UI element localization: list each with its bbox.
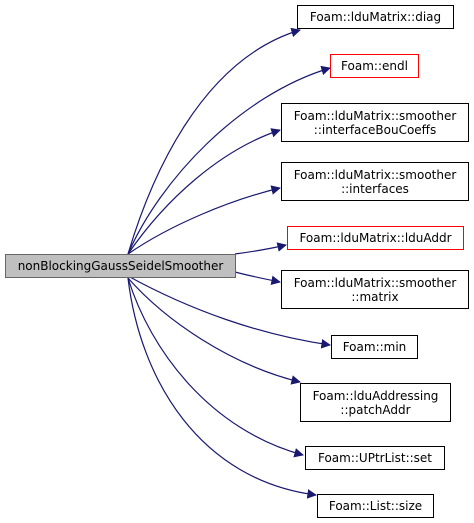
edge-to-patchAddr	[127, 277, 301, 385]
node-size-label: Foam::List::size	[328, 499, 423, 513]
node-matrix[interactable]: Foam::lduMatrix::smoother ::matrix	[281, 270, 469, 309]
node-set-label: Foam::UPtrList::set	[317, 451, 432, 465]
node-lduAddr-label: Foam::lduMatrix::lduAddr	[299, 231, 452, 245]
node-min-label: Foam::min	[342, 340, 407, 354]
node-patchAddr-line1: Foam::lduAddressing	[312, 388, 439, 403]
edge-to-matrix	[234, 271, 281, 286]
source-node: nonBlockingGaussSeidelSmoother	[5, 254, 236, 278]
edge-to-set	[127, 277, 304, 458]
node-endl-label: Foam::endl	[341, 59, 408, 73]
edge-to-endl	[127, 65, 331, 255]
node-matrix-line1: Foam::lduMatrix::smoother	[293, 275, 457, 290]
edge-to-lduAddr	[234, 242, 287, 255]
node-interfaceBouCoeffs-line2: ::interfaceBouCoeffs	[313, 122, 437, 137]
node-interfaces-line2: ::interfaces	[341, 181, 409, 196]
node-interfaceBouCoeffs-line1: Foam::lduMatrix::smoother	[293, 108, 457, 123]
node-patchAddr-line2: ::patchAddr	[340, 402, 411, 417]
node-patchAddr[interactable]: Foam::lduAddressing ::patchAddr	[300, 383, 451, 422]
node-set[interactable]: Foam::UPtrList::set	[305, 446, 445, 470]
node-interfaces[interactable]: Foam::lduMatrix::smoother ::interfaces	[281, 162, 469, 201]
node-interfaces-line1: Foam::lduMatrix::smoother	[293, 167, 457, 182]
edge-to-diag	[127, 27, 301, 255]
edge-to-min	[127, 275, 331, 349]
node-lduAddr[interactable]: Foam::lduMatrix::lduAddr	[287, 226, 464, 250]
node-diag-label: Foam::lduMatrix::diag	[309, 10, 442, 24]
node-min[interactable]: Foam::min	[331, 335, 418, 359]
node-endl[interactable]: Foam::endl	[330, 54, 419, 78]
node-size[interactable]: Foam::List::size	[317, 494, 434, 518]
edge-to-interfaces	[127, 185, 281, 255]
node-matrix-line2: ::matrix	[351, 289, 399, 304]
node-diag[interactable]: Foam::lduMatrix::diag	[297, 5, 454, 29]
node-interfaceBouCoeffs[interactable]: Foam::lduMatrix::smoother ::interfaceBou…	[281, 103, 469, 142]
source-node-label: nonBlockingGaussSeidelSmoother	[17, 259, 224, 273]
edge-to-size	[127, 277, 317, 499]
edge-to-interfaceBouCoeffs	[127, 128, 281, 255]
